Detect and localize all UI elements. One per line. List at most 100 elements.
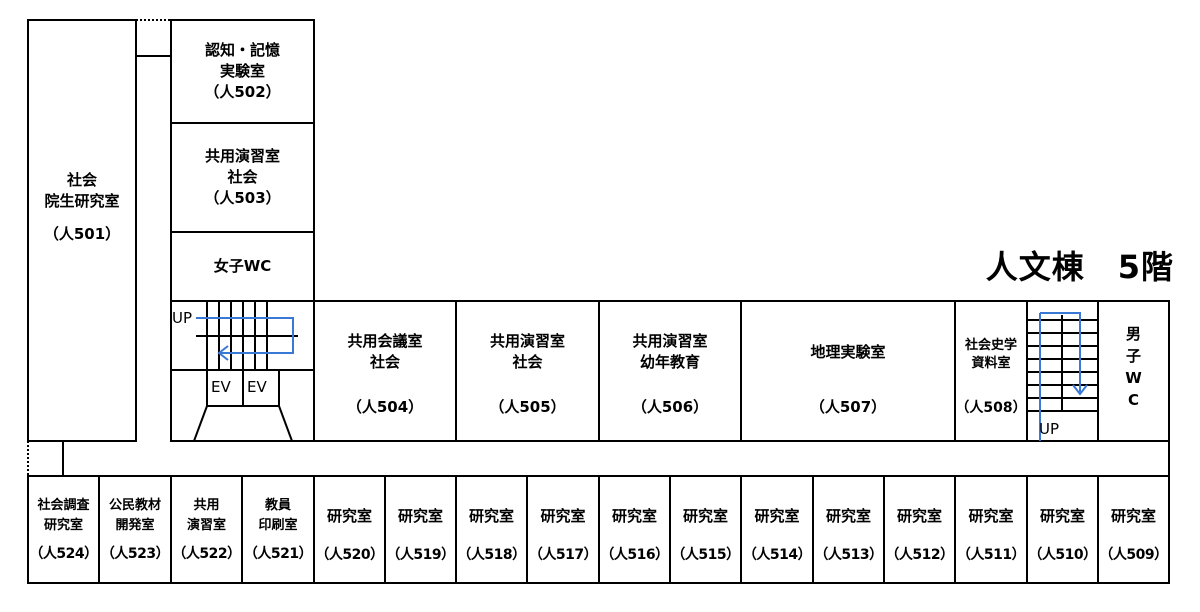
wc-male-char-2: 子 — [1125, 347, 1141, 365]
lower-room: 社会調査研究室 （人524） — [28, 496, 99, 564]
room-504-name-1: 共用会議室 — [347, 332, 423, 350]
room-506: 共用演習室 幼年教育 （人506） — [599, 331, 741, 418]
wc-female-label: 女子WC — [213, 257, 272, 275]
lower-room-code: （人509） — [1099, 547, 1168, 563]
lower-room-name: 演習室 — [186, 518, 226, 533]
room-502-name-2: 実験室 — [219, 62, 265, 80]
lower-room: 研究室 （人518） — [456, 506, 527, 566]
lower-room: 研究室 （人511） — [955, 506, 1027, 566]
lower-room: 研究室 （人513） — [813, 506, 884, 566]
lower-room-name: 研究室 — [397, 507, 443, 525]
lower-room: 研究室 （人509） — [1098, 506, 1169, 566]
lower-room: 研究室 （人519） — [385, 506, 456, 566]
lower-room-name: 開発室 — [115, 518, 155, 533]
room-505-name-2: 社会 — [512, 353, 543, 371]
lower-room: 教員印刷室 （人521） — [242, 496, 314, 564]
lower-room-name: 研究室 — [326, 507, 372, 525]
room-505-code: （人505） — [489, 398, 566, 416]
room-502-code: （人502） — [204, 83, 281, 101]
room-508-code: （人508） — [955, 400, 1027, 416]
up-label-right: UP — [1039, 420, 1060, 438]
room-506-name-1: 共用演習室 — [632, 332, 708, 350]
wc-male-char-1: 男 — [1125, 325, 1141, 343]
lower-room: 研究室 （人517） — [527, 506, 599, 566]
lower-room-name: 印刷室 — [258, 518, 298, 533]
wc-male: 男 子 W C — [1098, 323, 1169, 411]
room-503-name-2: 社会 — [227, 168, 258, 186]
room-503-code: （人503） — [204, 189, 281, 207]
lower-room-code: （人523） — [100, 546, 170, 562]
room-501-code: （人501） — [43, 225, 121, 243]
lower-room-code: （人517） — [528, 547, 598, 563]
lower-room-name: 研究室 — [825, 507, 871, 525]
lower-room: 研究室 （人510） — [1027, 506, 1098, 566]
room-504-code: （人504） — [346, 398, 424, 416]
lower-room-name: 研究室 — [682, 507, 728, 525]
lower-room: 公民教材開発室 （人523） — [99, 496, 171, 564]
lower-room-name: 研究室 — [540, 507, 586, 525]
room-506-name-2: 幼年教育 — [639, 353, 700, 371]
room-501-name-1: 社会 — [66, 171, 97, 189]
lower-room-name: 研究室 — [468, 507, 514, 525]
room-503: 共用演習室 社会 （人503） — [171, 146, 314, 209]
lower-room-name: 研究室 — [896, 507, 942, 525]
lower-room-name: 研究室 — [968, 507, 1014, 525]
room-501: 社会 院生研究室 （人501） — [28, 170, 136, 245]
lower-room: 研究室 （人520） — [314, 506, 385, 566]
lower-room-code: （人522） — [172, 546, 241, 562]
lower-room-code: （人520） — [315, 547, 384, 563]
up-label-left: UP — [172, 309, 193, 327]
room-508-name-2: 資料室 — [971, 356, 1011, 371]
lower-room: 研究室 （人515） — [670, 506, 741, 566]
room-508: 社会史学 資料室 （人508） — [955, 337, 1027, 417]
room-507: 地理実験室 （人507） — [741, 342, 955, 418]
lower-room-code: （人512） — [885, 547, 954, 563]
lower-room-name: 社会調査 — [37, 498, 90, 513]
room-501-wall — [27, 19, 137, 442]
wc-female: 女子WC — [171, 256, 314, 277]
room-507-name: 地理実験室 — [810, 343, 886, 361]
lower-room-name: 公民教材 — [108, 498, 161, 513]
lower-room-name: 研究室 — [754, 507, 800, 525]
room-504: 共用会議室 社会 （人504） — [314, 331, 456, 418]
room-505: 共用演習室 社会 （人505） — [456, 331, 599, 418]
wc-male-char-3: W — [1125, 369, 1142, 387]
stair-arrow-left — [196, 317, 294, 354]
room-507-code: （人507） — [809, 398, 887, 416]
room-503-name-1: 共用演習室 — [204, 147, 280, 165]
room-502: 認知・記憶 実験室 （人502） — [171, 40, 314, 103]
lower-room-name: 研究室 — [1110, 507, 1156, 525]
room-505-name-1: 共用演習室 — [489, 332, 565, 350]
lower-room: 共用演習室 （人522） — [171, 496, 242, 564]
lower-room-code: （人524） — [29, 546, 98, 562]
lower-room-code: （人515） — [671, 547, 740, 563]
room-501-name-2: 院生研究室 — [44, 192, 120, 210]
lower-room-name: 共用 — [193, 498, 220, 513]
lower-room-code: （人516） — [600, 547, 669, 563]
lower-room: 研究室 （人516） — [599, 506, 670, 566]
elevator-1-label: EV — [211, 378, 231, 396]
elevator-2-label: EV — [247, 378, 267, 396]
room-504-name-2: 社会 — [369, 353, 400, 371]
lower-room-name: 研究室 — [611, 507, 657, 525]
room-506-code: （人506） — [631, 398, 709, 416]
lower-room-code: （人519） — [386, 547, 455, 563]
lower-room-code: （人518） — [457, 547, 526, 563]
lower-room: 研究室 （人514） — [741, 506, 813, 566]
lower-room: 研究室 （人512） — [884, 506, 955, 566]
lower-room-name: 研究室 — [43, 518, 83, 533]
lower-room-code: （人514） — [742, 547, 812, 563]
room-508-name-1: 社会史学 — [964, 338, 1017, 353]
lower-room-code: （人510） — [1028, 547, 1097, 563]
room-502-name-1: 認知・記憶 — [204, 41, 280, 59]
wc-male-char-4: C — [1127, 391, 1139, 409]
lower-room-name: 教員 — [264, 498, 291, 513]
lower-room-name: 研究室 — [1039, 507, 1085, 525]
lower-room-code: （人511） — [956, 547, 1026, 563]
lower-room-code: （人513） — [814, 547, 883, 563]
lower-room-code: （人521） — [243, 546, 313, 562]
page-title: 人文棟 5階 — [985, 248, 1174, 286]
stair-arrow-right — [1039, 312, 1081, 441]
